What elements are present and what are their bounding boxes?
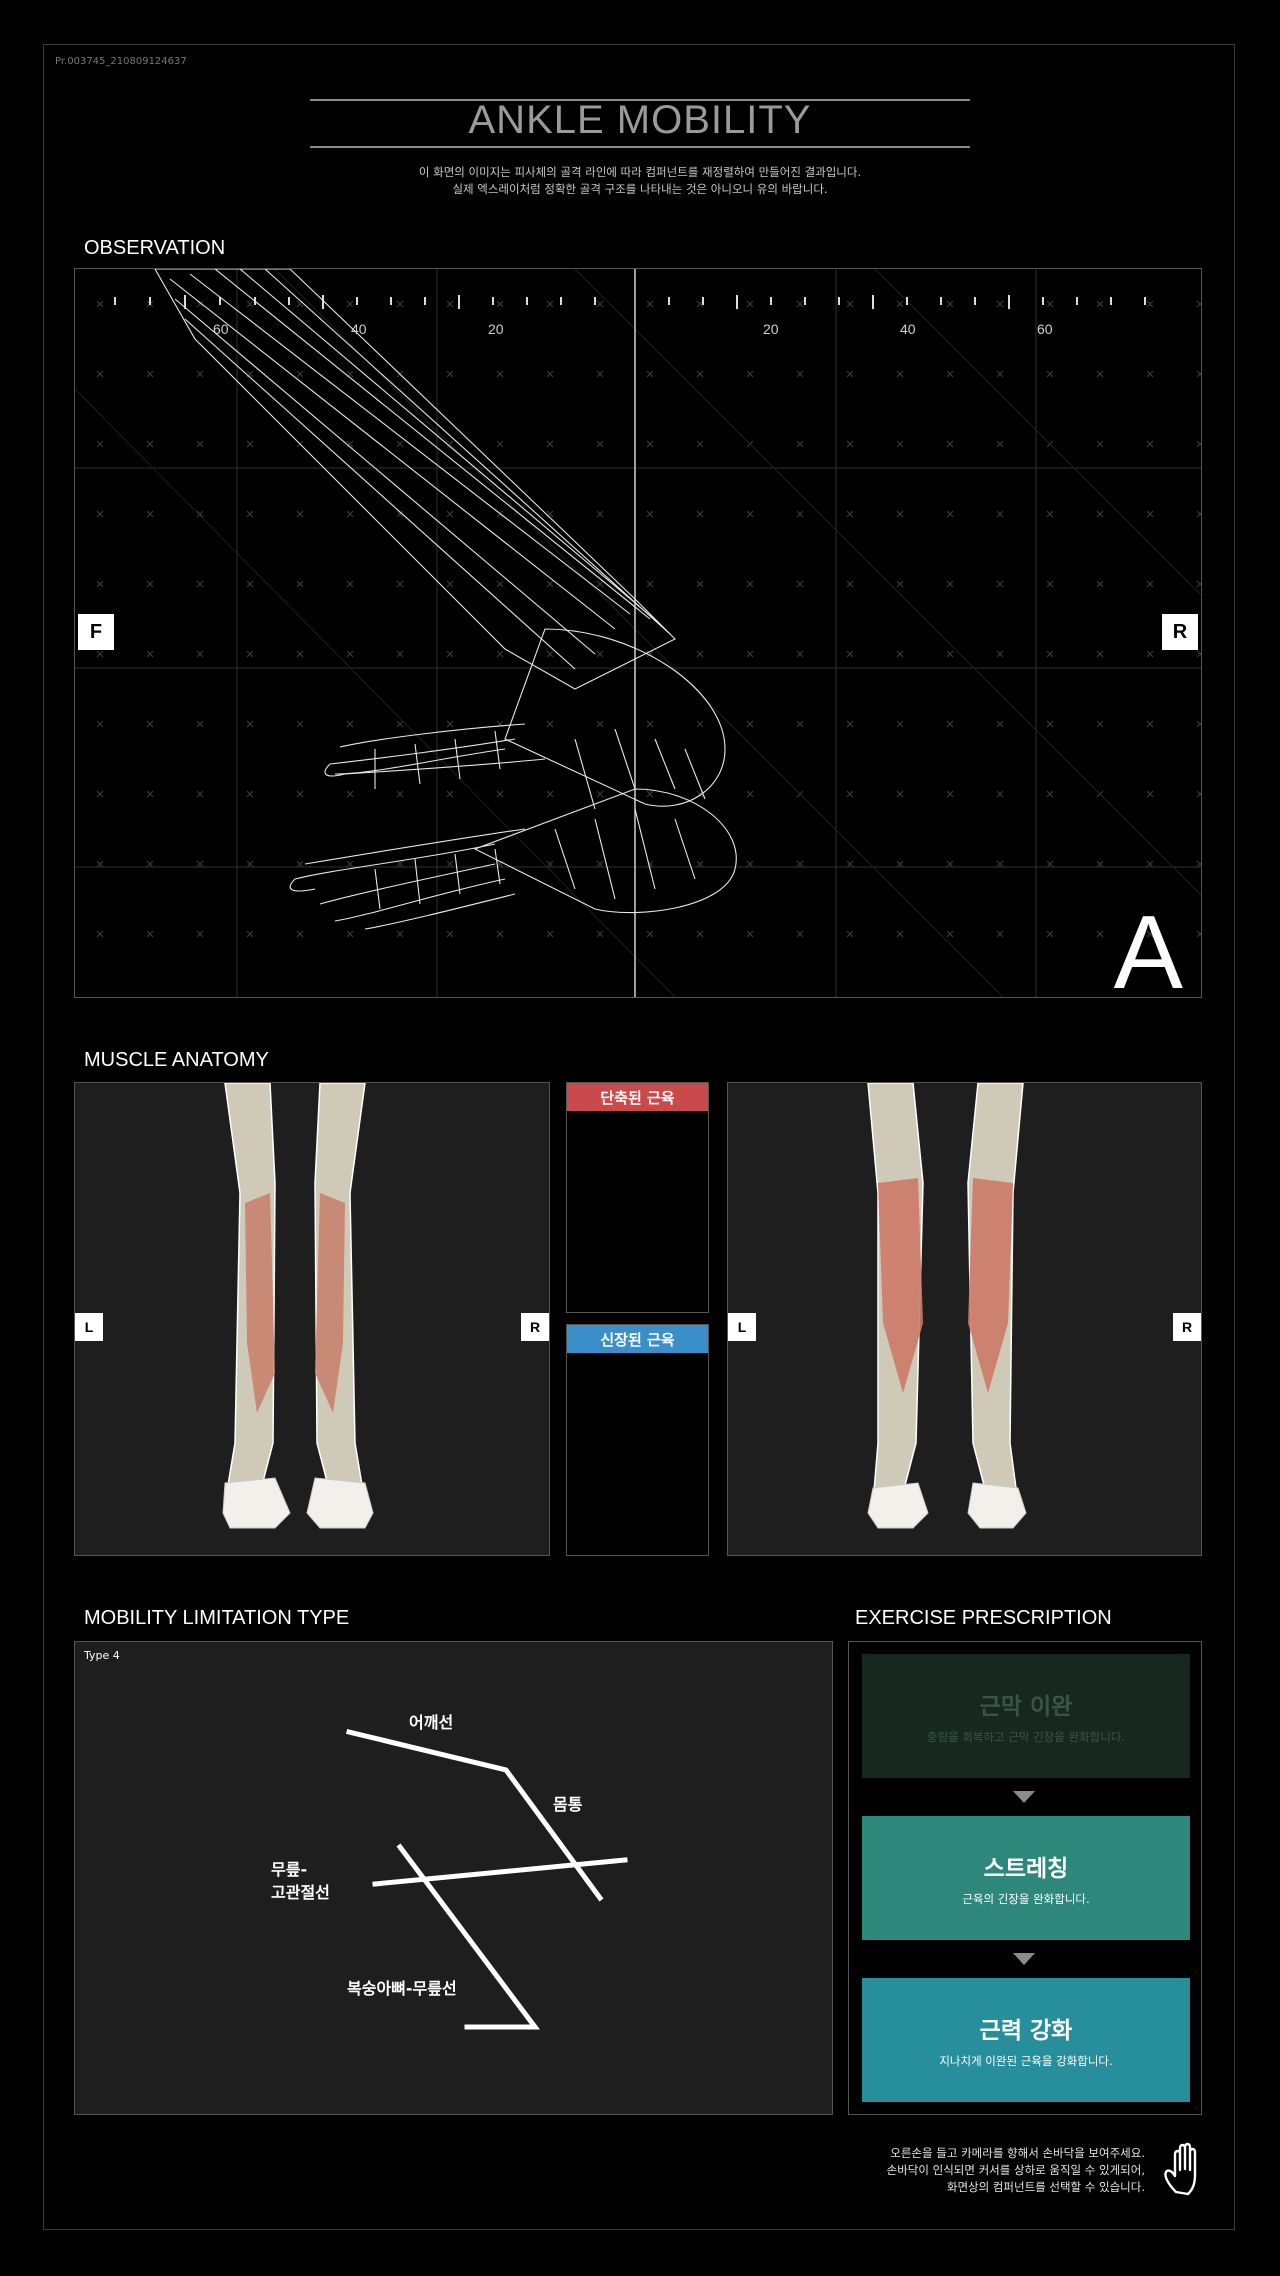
ruler-right-label-1: 20 (763, 321, 779, 337)
instruction-line-3: 화면상의 컴퍼넌트를 선택할 수 있습니다. (946, 2180, 1145, 2194)
ruler-left-label-3: 20 (488, 321, 504, 337)
exercise-step-title: 근력 강화 (979, 2018, 1073, 2044)
page-title: ANKLE MOBILITY (468, 98, 812, 142)
back-view-panel: L R (727, 1082, 1202, 1556)
exercise-step-stretching[interactable]: 스트레칭 근육의 긴장을 완화합니다. (862, 1816, 1190, 1940)
ruler-left-label-2: 40 (351, 321, 367, 337)
exercise-step-desc: 지나치게 이완된 근육을 강화합니다. (939, 2054, 1113, 2068)
trunk-line-label: 몸통 (553, 1795, 583, 1814)
exercise-step-desc: 근육의 긴장을 완화합니다. (962, 1892, 1090, 1906)
front-side-tag: F (78, 614, 114, 650)
lengthened-muscle-box: 신장된 근육 (566, 1324, 709, 1556)
page-id: Pr.003745_210809124637 (55, 56, 187, 67)
front-view-panel: L R (74, 1082, 550, 1556)
knee-hip-line-label-2: 고관절선 (271, 1883, 330, 1902)
ruler-right-label-3: 60 (1037, 321, 1053, 337)
type-label: Type 4 (84, 1649, 120, 1662)
exercise-step-strengthening[interactable]: 근력 강화 지나치게 이완된 근육을 강화합니다. (862, 1978, 1190, 2102)
mobility-limitation-panel: Type 4 어깨선 몸통 무릎- 고관절선 복숭아뼈-무릎선 (74, 1641, 833, 2115)
shoulder-line-label: 어깨선 (409, 1713, 454, 1732)
front-left-tag: L (75, 1313, 103, 1341)
lengthened-muscle-header: 신장된 근육 (567, 1325, 708, 1353)
gesture-instructions: 오른손을 들고 카메라를 향해서 손바닥을 보여주세요. 손바닥이 인식되면 커… (887, 2145, 1145, 2196)
step-arrow-icon (1013, 1953, 1035, 1965)
mobility-limitation-label: MOBILITY LIMITATION TYPE (84, 1607, 350, 1629)
subtitle-line-2: 실제 엑스레이처럼 정확한 골격 구조를 나타내는 것은 아니오니 유의 바랍니… (452, 182, 828, 196)
instruction-line-1: 오른손을 들고 카메라를 향해서 손바닥을 보여주세요. (890, 2146, 1145, 2160)
exercise-prescription-label: EXERCISE PRESCRIPTION (855, 1607, 1112, 1629)
title-rule-bottom (310, 146, 970, 148)
exercise-step-title: 근막 이완 (979, 1694, 1073, 1720)
ruler-left-label-1: 60 (213, 321, 229, 337)
step-arrow-icon (1013, 1791, 1035, 1803)
raised-hand-icon (1164, 2142, 1197, 2196)
page-frame (43, 44, 1235, 2230)
exercise-step-title: 스트레칭 (983, 1856, 1069, 1882)
knee-hip-line-label-1: 무릎- (271, 1860, 308, 1879)
front-right-tag: R (521, 1313, 549, 1341)
posture-lines-diagram (345, 1728, 628, 2030)
muscle-anatomy-label: MUSCLE ANATOMY (84, 1049, 269, 1071)
ruler-right-label-2: 40 (900, 321, 916, 337)
instruction-line-2: 손바닥이 인식되면 커서를 상하로 움직일 수 있게되어, (886, 2163, 1145, 2177)
ankle-wireframe-skeleton-icon (154, 269, 737, 930)
back-left-tag: L (728, 1313, 756, 1341)
back-right-tag: R (1173, 1313, 1201, 1341)
lower-leg-back-muscles-icon (867, 1083, 1027, 1529)
title-rule-top (310, 99, 970, 101)
subtitle-line-1: 이 화면의 이미지는 피사체의 골격 라인에 따라 컴퍼넌트를 재정렬하여 만들… (418, 165, 862, 179)
lower-leg-front-muscles-icon (222, 1083, 374, 1529)
ankle-knee-line-label: 복숭아뼈-무릎선 (347, 1979, 457, 1998)
shortened-muscle-header: 단축된 근육 (567, 1083, 708, 1111)
observation-panel: 60 40 20 20 40 60 F R A (74, 268, 1202, 998)
rear-side-tag: R (1162, 614, 1198, 650)
exercise-prescription-panel (848, 1641, 1202, 2115)
exercise-step-desc: 충림을 회복하고 근막 긴장을 완화합니다. (926, 1730, 1126, 1744)
view-letter: A (1113, 895, 1183, 998)
shortened-muscle-box: 단축된 근육 (566, 1082, 709, 1313)
observation-label: OBSERVATION (84, 237, 226, 259)
observation-grid (75, 269, 1201, 997)
exercise-step-fascia-release[interactable]: 근막 이완 충림을 회복하고 근막 긴장을 완화합니다. (862, 1654, 1190, 1778)
